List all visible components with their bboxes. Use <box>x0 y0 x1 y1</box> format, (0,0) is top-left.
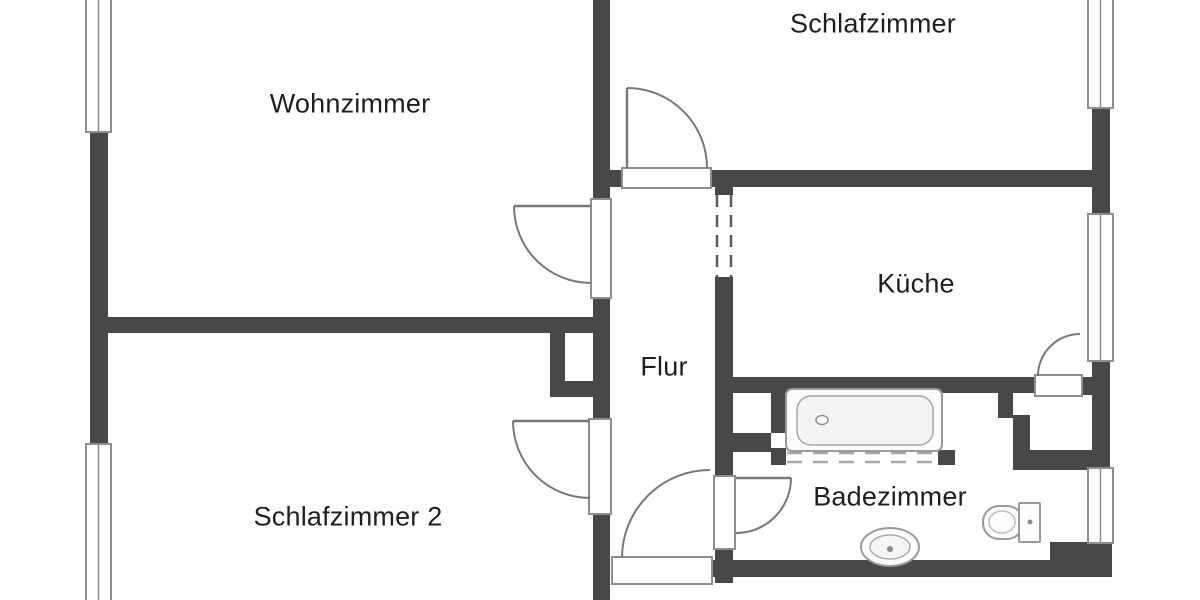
bath-shaft-bottom-band <box>715 433 771 452</box>
badezimmer-bottom-wall <box>712 560 1052 577</box>
room-label-flur: Flur <box>640 351 688 382</box>
door-arc-schlafzimmer <box>626 87 708 169</box>
tub-left-stub <box>771 388 785 433</box>
flur-left-wall-mid <box>593 297 610 420</box>
right-wall-mid <box>1092 360 1110 470</box>
door-arc-schlafzimmer2 <box>512 420 591 499</box>
left-wall-upper <box>90 130 108 445</box>
flur-shaft-horizontal-bar <box>550 381 596 397</box>
room-label-schlafzimmer-2: Schlafzimmer 2 <box>253 501 443 532</box>
room-label-kueche: Küche <box>877 268 955 299</box>
door-opening-storage <box>1034 374 1083 397</box>
flur-top-corner <box>608 170 622 187</box>
door-arc-badezimmer <box>735 477 792 534</box>
kueche-bottom-wall-right <box>1082 377 1095 395</box>
flur-left-wall-top <box>593 0 610 200</box>
tub-right-stub <box>938 450 955 465</box>
door-opening-badezimmer <box>713 475 736 550</box>
door-arc-storage <box>1037 333 1081 377</box>
toilet-button <box>1027 519 1033 525</box>
door-opening-wohnzimmer <box>590 198 612 299</box>
flur-left-wall-bottom <box>593 513 610 600</box>
kueche-left-wall-main <box>715 277 733 475</box>
schlafzimmer-bottom-wall <box>711 170 1110 187</box>
door-opening-schlafzimmer2 <box>588 418 612 515</box>
toilet-bowl-inner <box>988 510 1016 534</box>
room-label-badezimmer: Badezimmer <box>813 481 967 512</box>
door-opening-entrance <box>611 556 713 585</box>
storage-duct-stub <box>998 393 1013 418</box>
door-arc-wohnzimmer <box>513 205 592 284</box>
door-arc-entrance <box>621 469 711 559</box>
tub-left-stub-lower <box>771 448 786 465</box>
bottom-right-corner <box>1050 542 1112 577</box>
door-opening-schlafzimmer <box>621 167 712 189</box>
bathtub-inner <box>796 395 934 446</box>
washbasin-drain <box>887 546 893 552</box>
room-label-schlafzimmer: Schlafzimmer <box>790 8 956 39</box>
room-label-wohnzimmer: Wohnzimmer <box>269 88 431 119</box>
kueche-left-wall-stub <box>715 187 733 195</box>
right-wall-upper <box>1092 107 1110 215</box>
bathtub-faucet <box>815 414 829 426</box>
divider-wohnzimmer-schlafzimmer2 <box>90 317 595 333</box>
storage-bottom-wall <box>1013 450 1092 470</box>
